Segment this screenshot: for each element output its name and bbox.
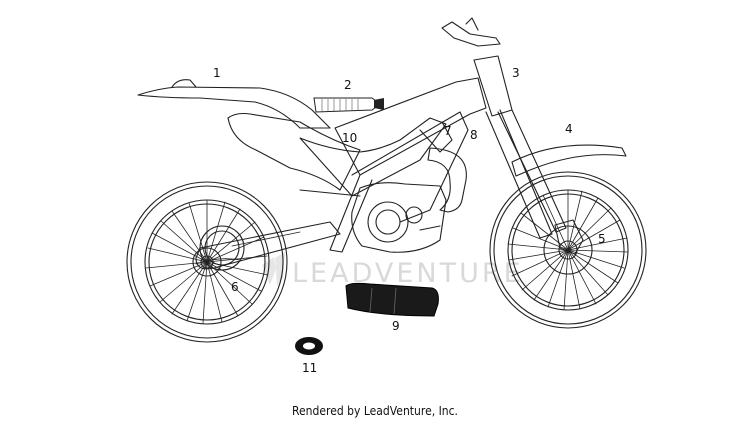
- front-fork: [473, 55, 567, 239]
- callout-11: 11: [302, 361, 317, 375]
- handlebar: [441, 17, 501, 47]
- part-11-grommet: [295, 337, 323, 355]
- callout-10: 10: [342, 131, 357, 145]
- callout-9: 9: [392, 319, 400, 333]
- part-2-grip: [313, 97, 384, 113]
- callout-2: 2: [344, 78, 352, 92]
- exhaust-pipe: [427, 147, 467, 213]
- watermark-logo: [262, 252, 285, 286]
- rear-wheel: [126, 181, 288, 343]
- front-fender: [511, 144, 627, 177]
- part-9-silencer: [345, 282, 439, 317]
- frame: [299, 77, 487, 253]
- callout-6: 6: [231, 280, 239, 294]
- swingarm: [195, 221, 341, 270]
- engine: [351, 182, 447, 253]
- callout-labels: 1 2 3 4 5 6 7 8 9 10 11: [213, 66, 606, 375]
- callout-7: 7: [444, 124, 452, 138]
- front-wheel: [489, 171, 647, 329]
- rear-fender-tab: [171, 79, 197, 88]
- callout-8: 8: [470, 128, 478, 142]
- callout-5: 5: [598, 232, 606, 246]
- footer-credit: Rendered by LeadVenture, Inc.: [291, 404, 458, 418]
- callout-4: 4: [565, 122, 573, 136]
- airbox-cover: [227, 112, 361, 191]
- rear-fender: [137, 86, 331, 129]
- callout-1: 1: [213, 66, 221, 80]
- fuel-tank: [299, 117, 447, 197]
- watermark-text: LEADVENTURE: [292, 258, 524, 289]
- callout-3: 3: [512, 66, 520, 80]
